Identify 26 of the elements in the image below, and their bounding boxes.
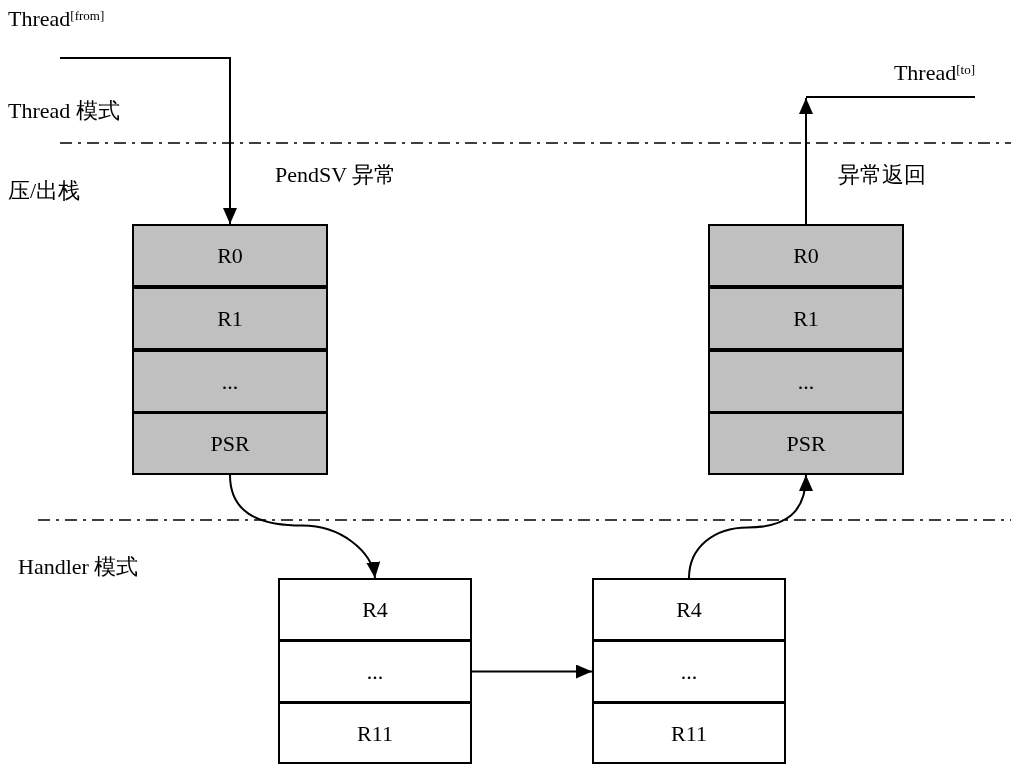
register-cell: R4	[278, 578, 472, 641]
mode-label: 异常返回	[838, 161, 926, 189]
register-cell: ...	[132, 350, 328, 413]
thread-label: Thread$^{[from]}$	[8, 2, 231, 58]
register-cell: R1	[132, 287, 328, 350]
register-cell: ...	[278, 640, 472, 703]
arrow	[799, 97, 813, 225]
arrow	[471, 664, 593, 679]
thread-label: Thread$^{[to]}$	[806, 58, 975, 98]
arrow	[59, 57, 237, 225]
mode-label: Thread 模式	[8, 97, 120, 125]
register-cell: R11	[592, 702, 786, 764]
register-cell: PSR	[132, 412, 328, 475]
register-cell: R0	[132, 224, 328, 287]
register-cell: PSR	[708, 412, 904, 475]
register-cell: R1	[708, 287, 904, 350]
register-cell: ...	[708, 350, 904, 413]
arrow	[688, 474, 813, 579]
mode-label: 压/出栈	[8, 177, 81, 205]
register-cell: R0	[708, 224, 904, 287]
mode-label: Handler 模式	[18, 553, 139, 581]
register-cell: R11	[278, 702, 472, 764]
register-cell: R4	[592, 578, 786, 641]
register-cell: ...	[592, 640, 786, 703]
mode-label: PendSV 异常	[275, 161, 397, 189]
arrow	[229, 474, 379, 579]
